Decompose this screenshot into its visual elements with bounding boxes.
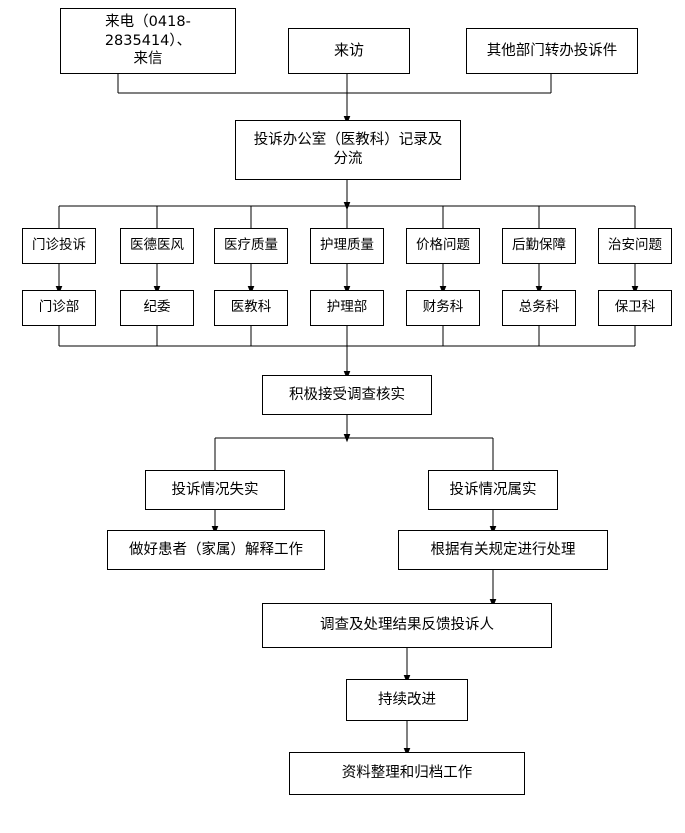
node-cat-logistics: 后勤保障	[502, 228, 576, 264]
node-continuous-improve: 持续改进	[346, 679, 468, 721]
node-handle-per-rules: 根据有关规定进行处理	[398, 530, 608, 570]
node-explain-to-patient: 做好患者（家属）解释工作	[107, 530, 325, 570]
node-cat-medical-quality: 医疗质量	[214, 228, 288, 264]
node-source-visit: 来访	[288, 28, 410, 74]
node-complaint-office: 投诉办公室（医教科）记录及 分流	[235, 120, 461, 180]
node-dept-medical-edu: 医教科	[214, 290, 288, 326]
node-cat-ethics: 医德医风	[120, 228, 194, 264]
node-complaint-true: 投诉情况属实	[428, 470, 558, 510]
connector-layer	[55, 74, 639, 757]
node-source-transfer: 其他部门转办投诉件	[466, 28, 638, 74]
node-archive: 资料整理和归档工作	[289, 752, 525, 795]
node-cat-nursing-quality: 护理质量	[310, 228, 384, 264]
node-cat-price: 价格问题	[406, 228, 480, 264]
node-dept-security: 保卫科	[598, 290, 672, 326]
node-dept-nursing: 护理部	[310, 290, 384, 326]
node-dept-discipline: 纪委	[120, 290, 194, 326]
node-cat-outpatient: 门诊投诉	[22, 228, 96, 264]
node-dept-general-affairs: 总务科	[502, 290, 576, 326]
node-dept-finance: 财务科	[406, 290, 480, 326]
node-source-call-letter: 来电（0418-2835414）、 来信	[60, 8, 236, 74]
node-complaint-false: 投诉情况失实	[145, 470, 285, 510]
node-feedback: 调查及处理结果反馈投诉人	[262, 603, 552, 648]
node-cat-security: 治安问题	[598, 228, 672, 264]
node-investigate: 积极接受调查核实	[262, 375, 432, 415]
node-dept-outpatient: 门诊部	[22, 290, 96, 326]
